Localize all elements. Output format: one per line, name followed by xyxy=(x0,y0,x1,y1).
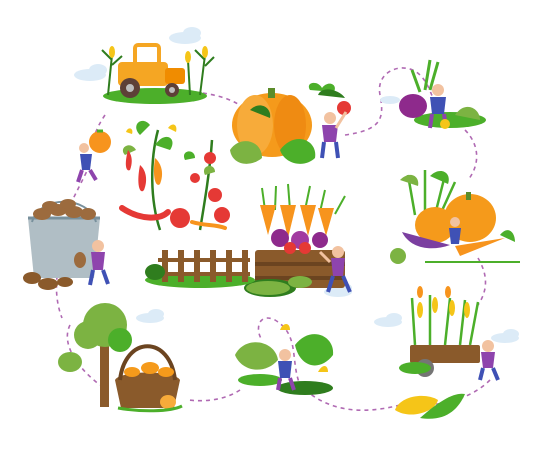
squash-icon xyxy=(390,170,520,264)
beet-icon xyxy=(308,82,351,159)
bucket-icon xyxy=(23,199,110,290)
tomato-carrier-person xyxy=(76,129,111,183)
tomato-icon xyxy=(119,120,230,231)
eggplant-icon xyxy=(399,59,486,129)
pumpkin-icon xyxy=(230,88,316,164)
crate-worker-person xyxy=(318,246,352,293)
cucumber-icon xyxy=(235,324,334,395)
tractor-icon xyxy=(101,43,215,104)
cart-icon xyxy=(399,286,500,381)
corn-icon xyxy=(395,393,465,419)
fence-icon xyxy=(145,250,290,295)
basket-icon xyxy=(58,303,183,413)
